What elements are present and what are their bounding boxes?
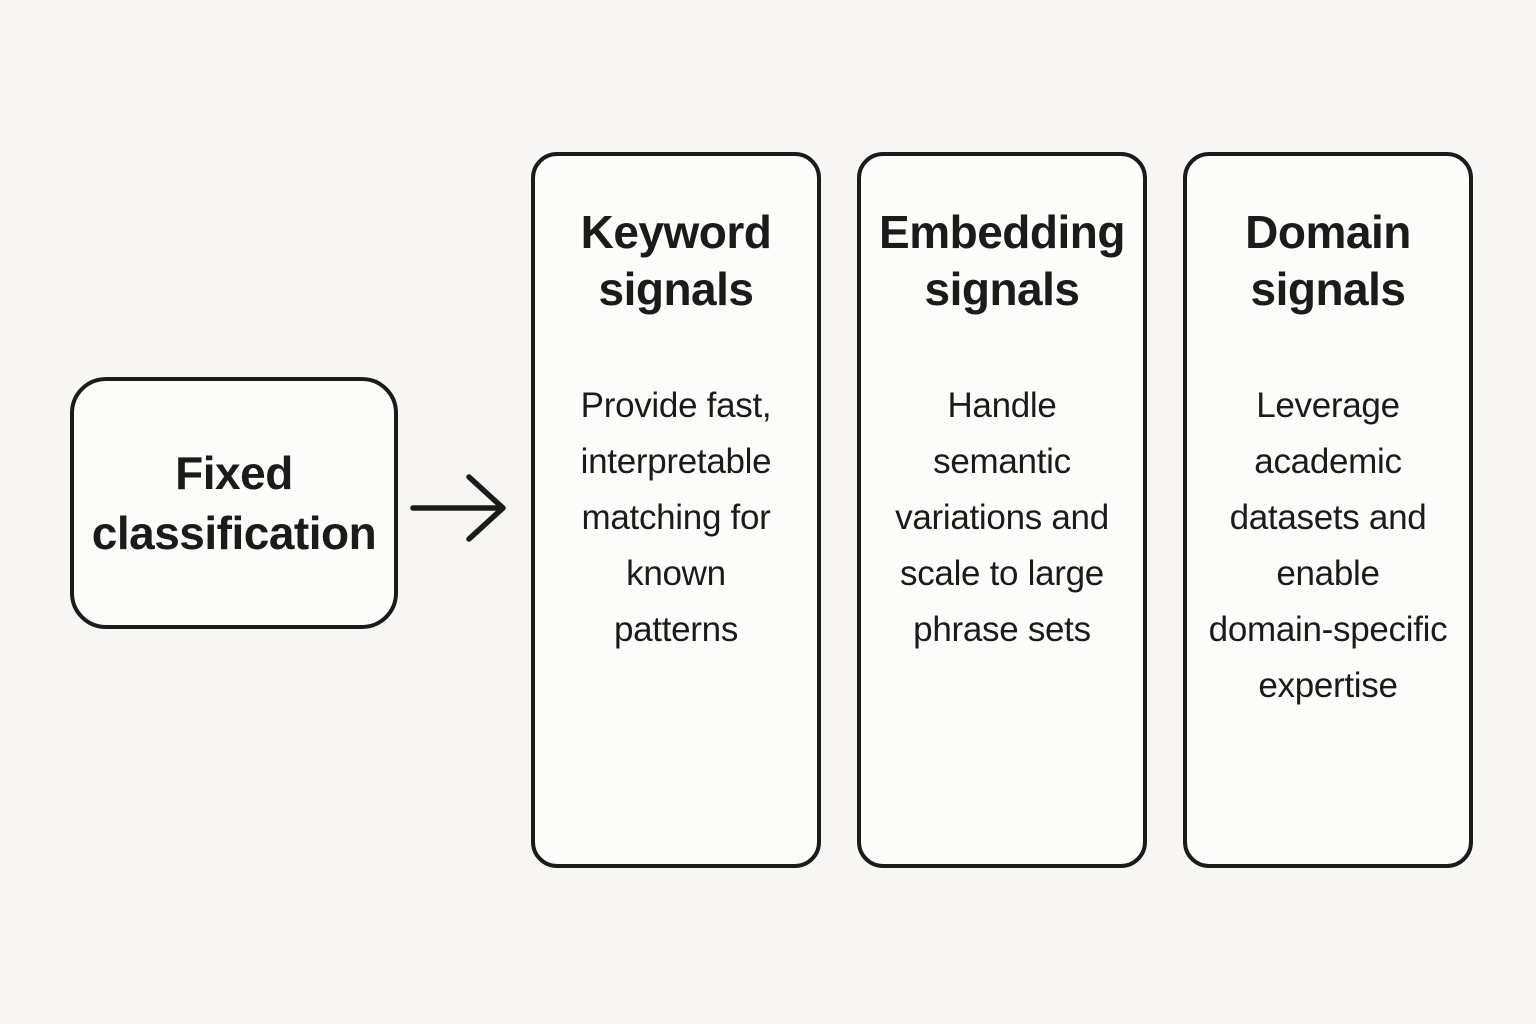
arrow-right-icon bbox=[410, 474, 506, 542]
card-embedding-signals-title: Embedding signals bbox=[879, 206, 1125, 315]
card-embedding-signals-body: Handle semantic variations and scale to … bbox=[895, 386, 1109, 649]
node-fixed-classification: Fixed classification bbox=[70, 377, 398, 629]
card-keyword-signals-body: Provide fast, interpretable matching for… bbox=[580, 386, 772, 649]
card-domain-signals-body: Leverage academic datasets and enable do… bbox=[1208, 386, 1448, 705]
card-domain-signals: Domain signals Leverage academic dataset… bbox=[1183, 152, 1473, 868]
card-embedding-signals: Embedding signals Handle semantic variat… bbox=[857, 152, 1147, 868]
card-domain-signals-title: Domain signals bbox=[1245, 206, 1411, 315]
card-keyword-signals: Keyword signals Provide fast, interpreta… bbox=[531, 152, 821, 868]
card-keyword-signals-title: Keyword signals bbox=[580, 206, 772, 315]
node-fixed-classification-label: Fixed classification bbox=[91, 447, 377, 559]
